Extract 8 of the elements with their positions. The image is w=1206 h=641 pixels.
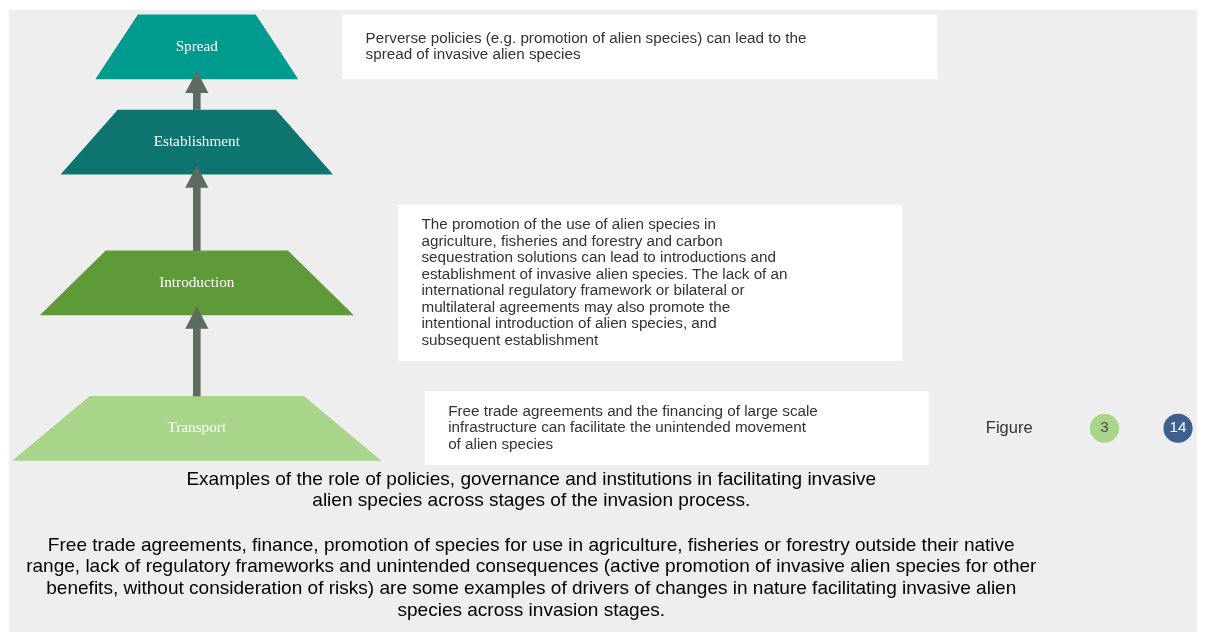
label: 14 <box>1169 417 1187 435</box>
arrow <box>185 70 209 110</box>
label: Figure <box>985 417 1033 436</box>
diagram-title: Examples of the role of policies, governance and institutions in facilitating invasive alien species across stages of the invasion process. <box>186 467 877 510</box>
arrow <box>185 306 209 396</box>
arrow <box>185 165 209 251</box>
label: 3 <box>1100 417 1109 435</box>
caption: Free trade agreements, finance, promotion of species for use in agriculture, fisheries or forestry outside their native range, lack of regulatory frameworks and unintended consequences (active promotion of invasive alien species for other benefits, without consideration of risks) are some examples of drivers of changes in nature facilitating invasive alien species across invasion stages. <box>26 533 1037 619</box>
